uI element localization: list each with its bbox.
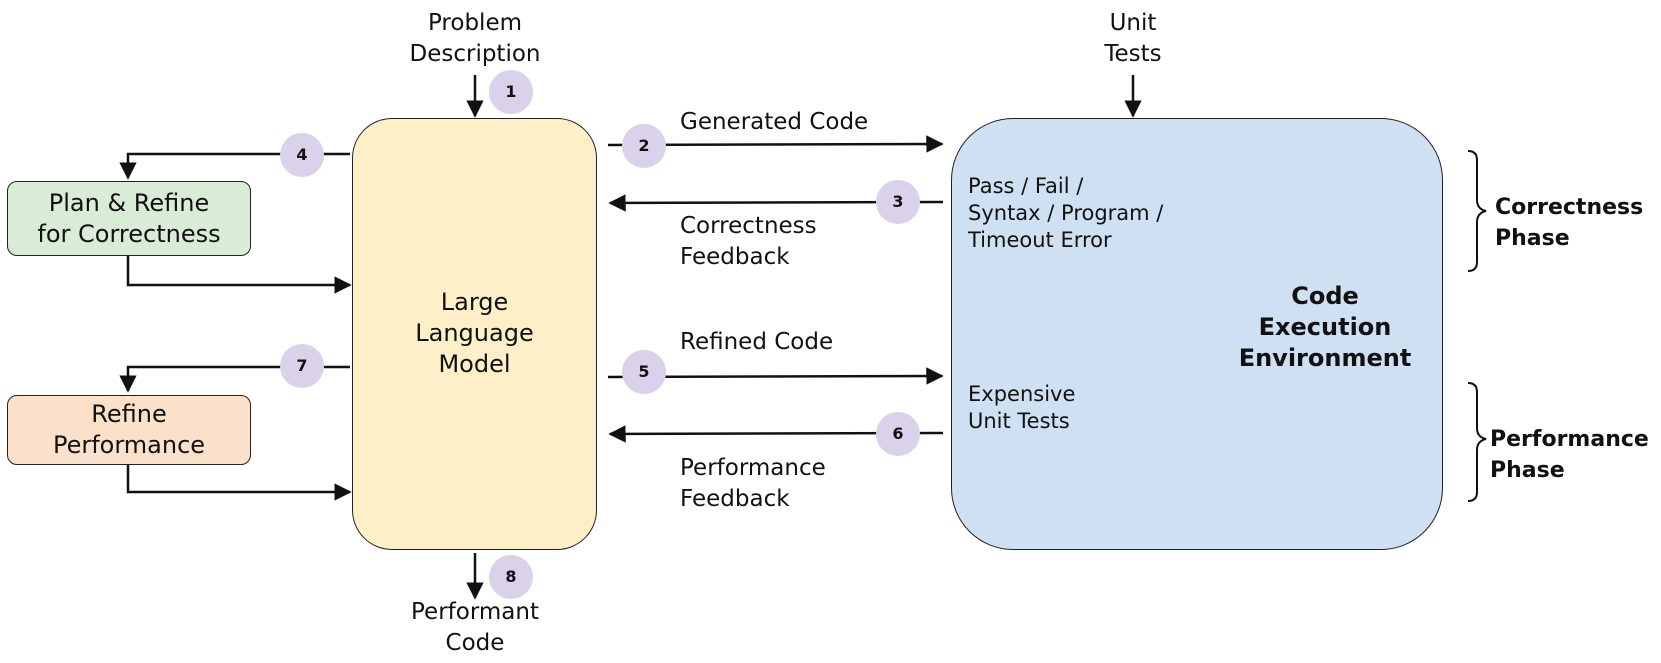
refine-performance-box — [7, 395, 251, 465]
unit-tests-label: Unit Tests — [1104, 10, 1162, 67]
performance-feedback-label: Performance Feedback — [680, 455, 826, 512]
step-4-badge: 4 — [280, 133, 324, 177]
step-8-badge: 8 — [489, 555, 533, 599]
refined-code-label: Refined Code — [680, 329, 834, 355]
step-6-badge: 6 — [876, 412, 920, 456]
code-execution-environment-label: Code Execution Environment — [1238, 282, 1412, 372]
step-3-badge: 3 — [876, 180, 920, 224]
expensive-unit-tests-label: Expensive Unit Tests — [968, 382, 1076, 433]
problem-description-label: Problem Description — [409, 10, 541, 67]
plan-refine-out-arrow — [119, 152, 350, 180]
llm-label: Large Language Model — [415, 288, 534, 378]
step-7-badge: 7 — [280, 344, 324, 388]
performance-phase-brace — [1467, 382, 1487, 502]
plan-refine-in-arrow — [126, 256, 352, 294]
llm-box — [352, 118, 597, 550]
step-2-badge: 2 — [622, 124, 666, 168]
step-1-badge: 1 — [489, 70, 533, 114]
correctness-phase-brace — [1467, 150, 1487, 272]
correctness-phase-label: Correctness Phase — [1495, 195, 1644, 251]
plan-refine-box — [7, 181, 251, 256]
code-execution-environment-box — [951, 118, 1443, 550]
execution-result-types: Pass / Fail / Syntax / Program / Timeout… — [968, 174, 1164, 252]
step-5-badge: 5 — [622, 350, 666, 394]
generated-code-label: Generated Code — [680, 109, 869, 135]
plan-refine-label: Plan & Refine for Correctness — [37, 189, 221, 248]
refine-performance-in-arrow — [126, 465, 352, 501]
performance-phase-label: Performance Phase — [1490, 427, 1649, 483]
performant-code-label: Performant Code — [411, 599, 539, 656]
refine-performance-out-arrow — [119, 365, 350, 393]
refine-performance-label: Refine Performance — [52, 400, 206, 459]
correctness-feedback-label: Correctness Feedback — [680, 213, 817, 270]
